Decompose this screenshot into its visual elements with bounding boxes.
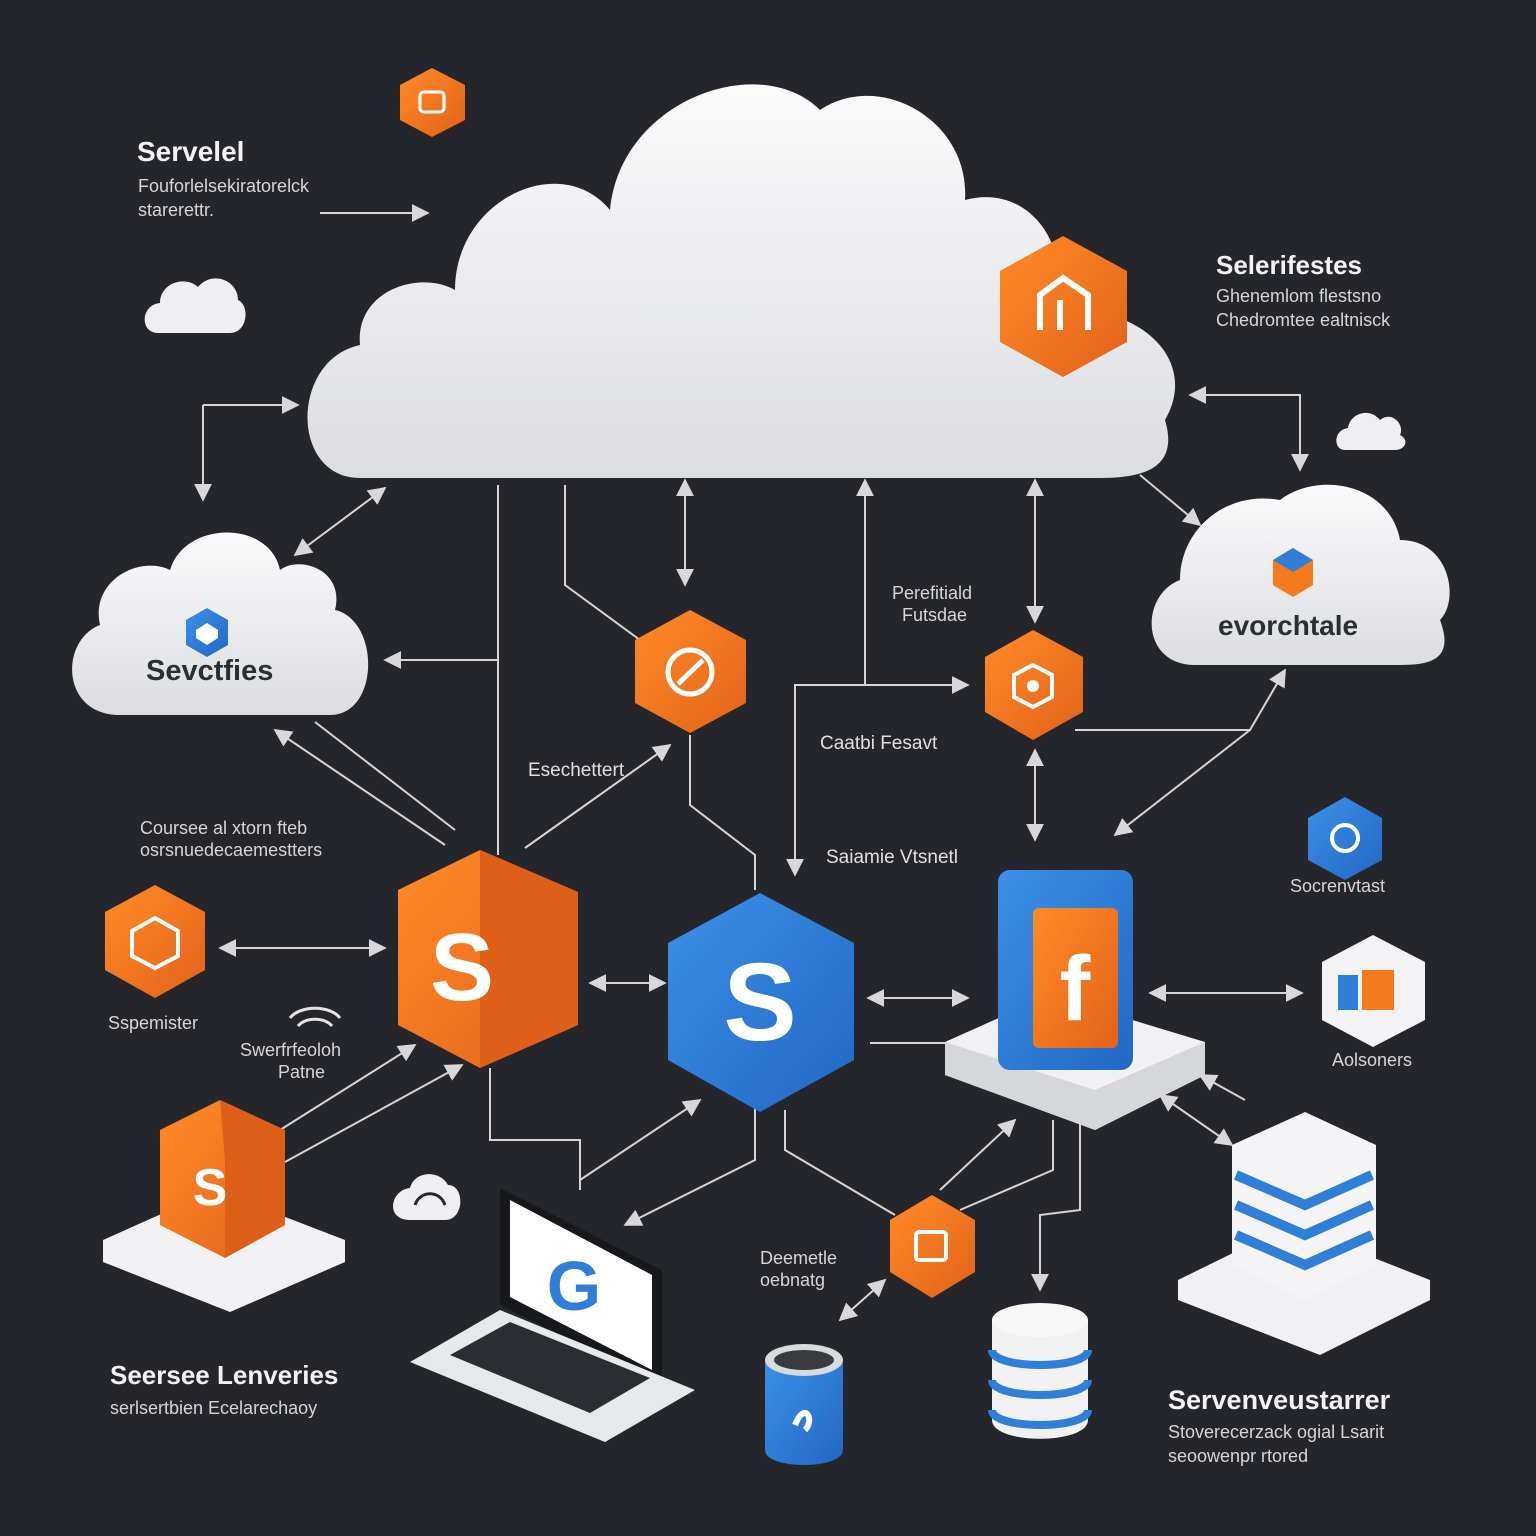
- small-cloud-bottom: [393, 1174, 461, 1220]
- small-cube-platform: S: [103, 1100, 345, 1312]
- title-bottom-right: Servenveustarrer: [1168, 1385, 1391, 1415]
- bird-icon: [105, 885, 205, 998]
- label-esterhort: Esechettert: [528, 760, 625, 781]
- right-cloud-label: evorchtale: [1218, 610, 1359, 641]
- title-bottom-left: Seersee Lenveries: [110, 1360, 339, 1390]
- left-cloud-logo-icon: [186, 608, 228, 657]
- subtitle-top-right-1: Ghenemlom flestsno: [1216, 286, 1382, 306]
- label-perfictial-2: Futsdae: [902, 605, 968, 625]
- label-course-2: osrsnuedecaemestters: [140, 840, 323, 860]
- label-socrem: Socrenvtast: [1290, 876, 1386, 896]
- left-cloud-label: Sevctfies: [146, 655, 274, 687]
- connector-lines: [194, 204, 1309, 1322]
- label-bottom-mid-1: Deemetle: [760, 1248, 838, 1268]
- label-swer-2: Patne: [278, 1062, 326, 1082]
- svg-text:G: G: [547, 1247, 601, 1325]
- svg-text:S: S: [430, 914, 494, 1021]
- bucket-icon: [765, 1344, 843, 1465]
- laptop-icon: G: [410, 1188, 695, 1442]
- label-bottom-mid-2: oebnatg: [760, 1270, 826, 1290]
- server-stack-icon: [1178, 1112, 1430, 1355]
- svg-text:S: S: [193, 1159, 228, 1217]
- label-swer-1: Swerfrfeoloh: [240, 1040, 342, 1060]
- svg-text:f: f: [1060, 938, 1091, 1040]
- subtitle-bottom-left: serlsertbien Ecelarechaoy: [110, 1398, 318, 1418]
- tool-icon: [635, 610, 746, 733]
- small-cloud-right: [1336, 412, 1406, 450]
- subtitle-bottom-right-2: seoowenpr rtored: [1168, 1446, 1309, 1466]
- main-cloud: [307, 84, 1176, 478]
- subtitle-top-left-2: starerettr.: [138, 200, 215, 220]
- label-caatbi: Caatbi Fesavt: [820, 733, 938, 754]
- small-cloud-left: [144, 278, 246, 333]
- device-icon: f: [945, 870, 1205, 1130]
- label-speamister: Sspemister: [108, 1013, 199, 1033]
- wifi-icon: [288, 1006, 342, 1028]
- top-hex-icon: [400, 68, 465, 137]
- title-top-right: Selerifestes: [1216, 250, 1362, 280]
- server-icon: S: [668, 893, 854, 1112]
- label-course-1: Coursee al xtorn fteb: [140, 818, 308, 838]
- blue-hex-small: [1308, 797, 1382, 880]
- label-samie: Saiamie Vtsnetl: [826, 847, 959, 868]
- white-box-icon: [1322, 935, 1425, 1047]
- label-aolsoners: Aolsoners: [1332, 1050, 1413, 1070]
- subtitle-top-left-1: Fouforlelsekiratorelck: [138, 176, 310, 196]
- label-perfictial-1: Perefitiald: [892, 583, 973, 603]
- house-icon: [1000, 236, 1127, 377]
- subtitle-top-right-2: Chedromtee ealtnisck: [1216, 310, 1391, 330]
- title-top-left: Servelel: [137, 136, 245, 167]
- right-cloud-logo-icon: [1273, 548, 1313, 597]
- orange-cube: S: [398, 850, 578, 1068]
- subtitle-bottom-right-1: Stoverecerzack ogial Lsarit: [1168, 1422, 1385, 1442]
- gear-icon: [985, 630, 1083, 740]
- svg-text:S: S: [723, 941, 796, 1064]
- database-icon: [988, 1303, 1092, 1439]
- chart-icon: [890, 1195, 975, 1298]
